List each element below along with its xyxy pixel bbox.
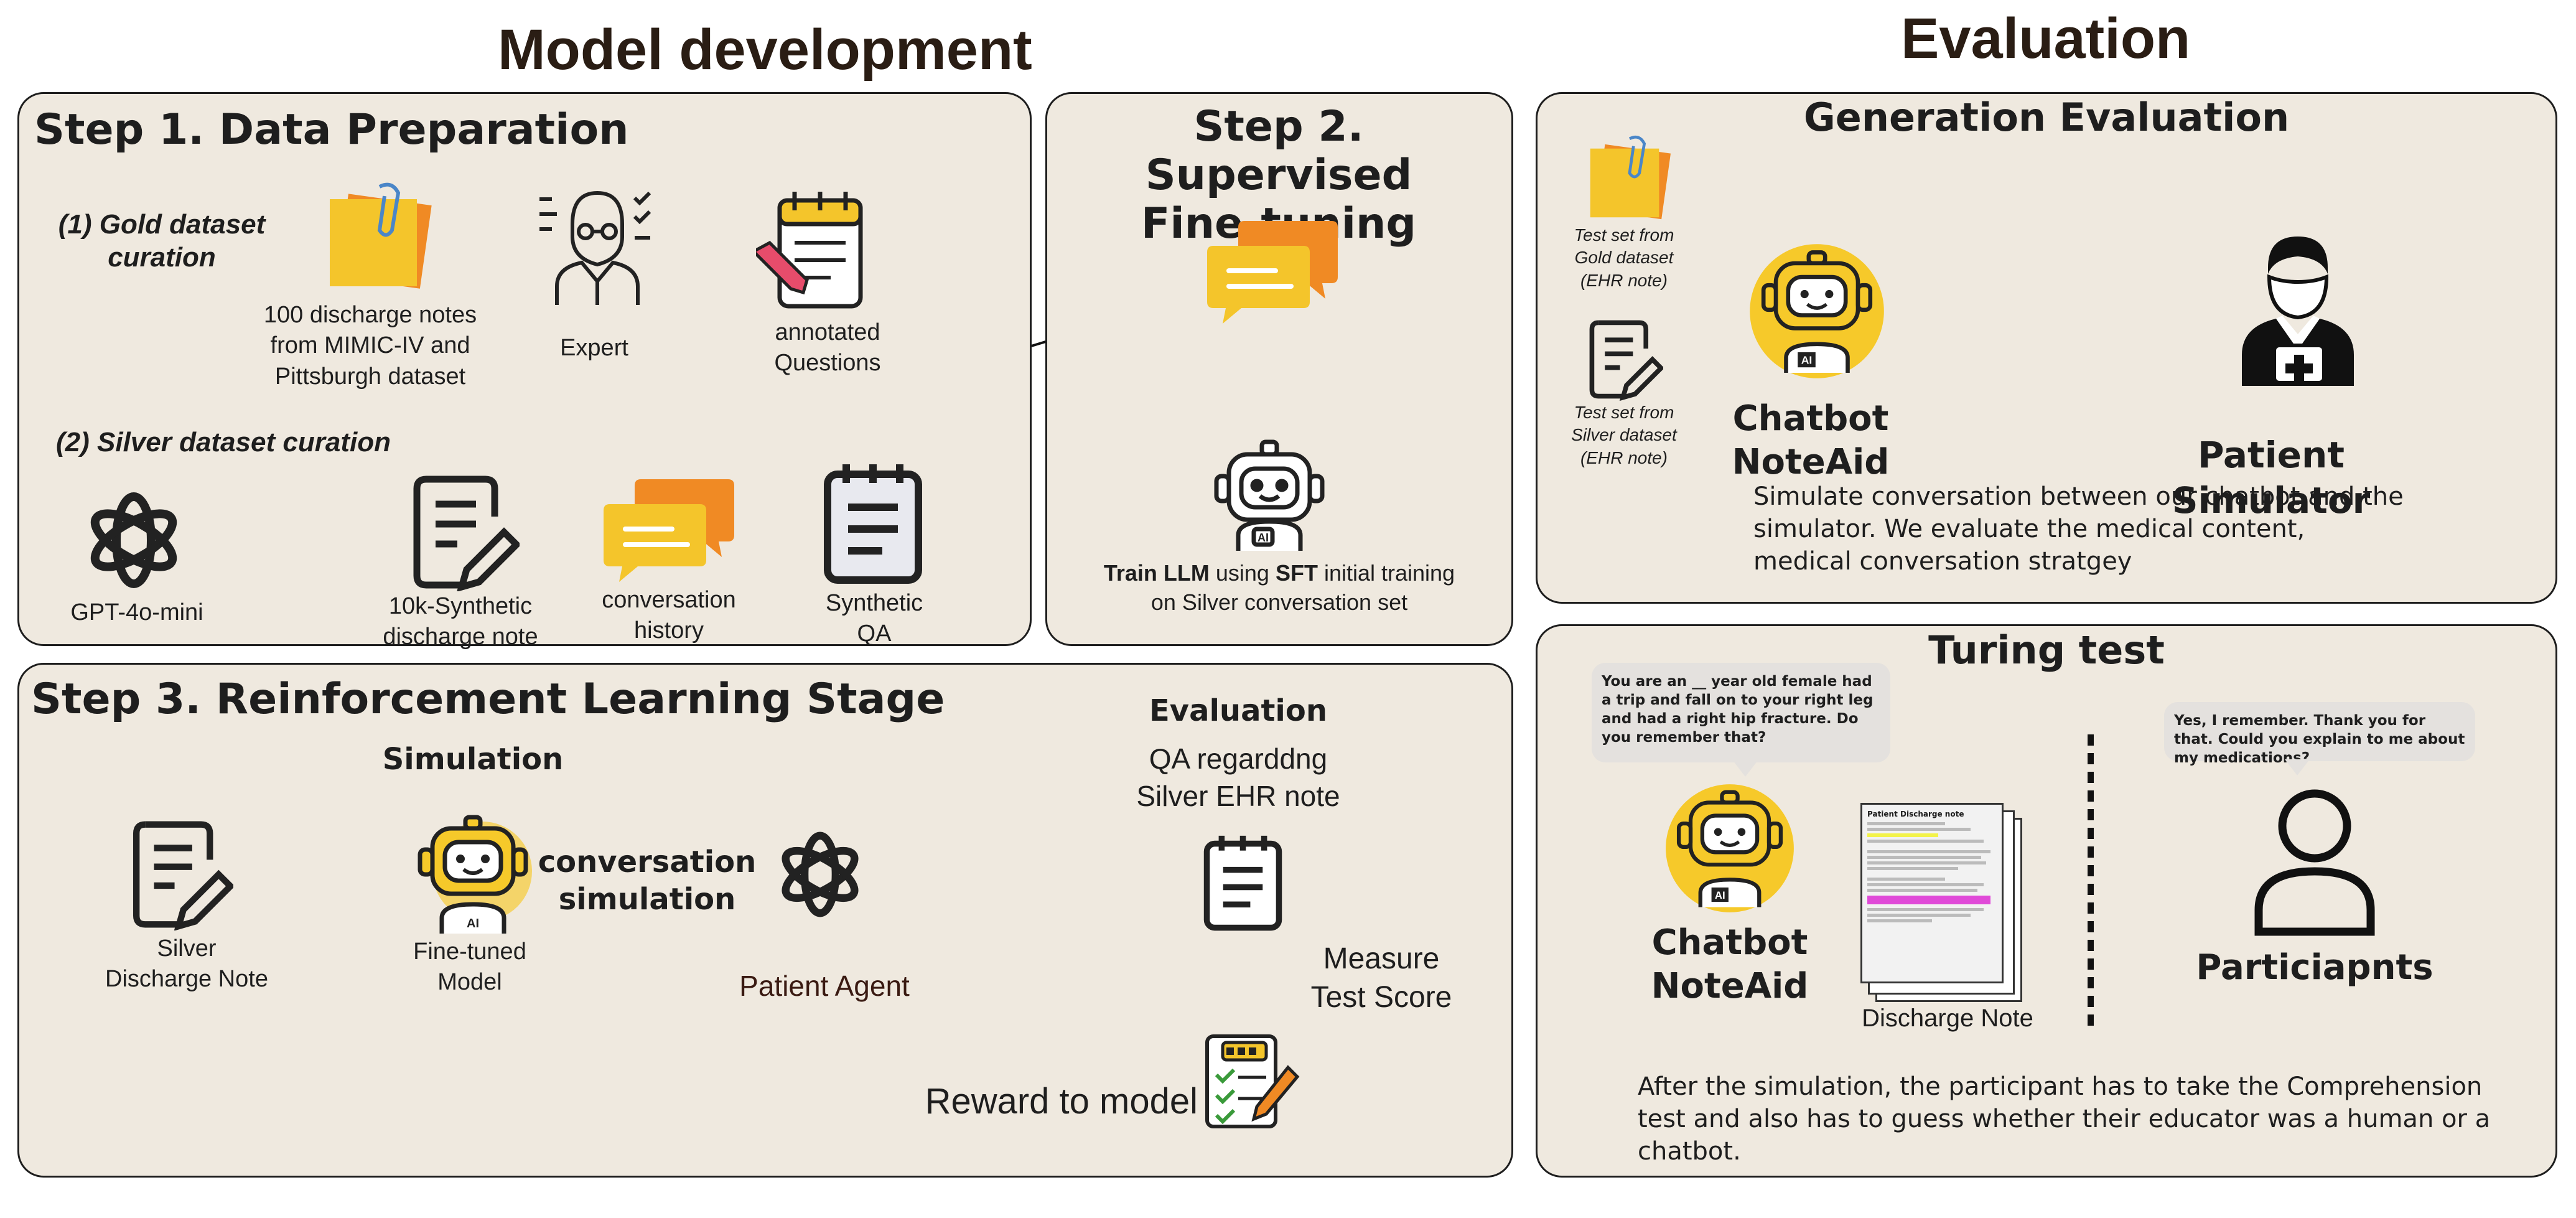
synthetic-qa-label: Synthetic QA (825, 590, 923, 647)
expert-label: Expert (560, 335, 628, 361)
document-pencil-icon (1589, 320, 1663, 401)
person-icon (2254, 789, 2375, 936)
annotated-questions-label: annotated Questions (774, 319, 881, 377)
simulation-label: Simulation (382, 742, 564, 777)
sft-caption-mid: using (1209, 560, 1276, 586)
participants-label: Particiapnts (2196, 947, 2434, 988)
sft-caption-line2: on Silver conversation set (1150, 589, 1408, 615)
sticky-note-icon (330, 182, 432, 289)
expert-icon (539, 190, 651, 305)
sft-caption-bold1: Train LLM (1103, 560, 1210, 586)
model-development-heading: Model development (498, 18, 1032, 82)
test-gold-label: Test set from Gold dataset (EHR note) (1574, 225, 1674, 290)
svg-text:AI: AI (1258, 532, 1269, 544)
generation-evaluation-title: Generation Evaluation (1803, 95, 2290, 140)
document-pencil-icon (413, 475, 520, 591)
qa-label: QA regarddng Silver EHR note (1136, 743, 1340, 812)
discharge-note-page: Patient Discharge note (1860, 803, 2004, 983)
chatbot-speech-bubble: You are an __ year old female had a trip… (1592, 663, 1890, 762)
chatbot-noteaid-label: Chatbot NoteAid (1732, 398, 1890, 482)
participant-speech-bubble: Yes, I remember. Thank you for that. Cou… (2164, 702, 2475, 766)
checklist-icon (1205, 1034, 1300, 1128)
discharge-note-page-title: Patient Discharge note (1867, 810, 1964, 818)
silver-dataset-label: (2) Silver dataset curation (56, 427, 391, 457)
chat-bubbles-icon (604, 479, 734, 582)
openai-logo-icon (90, 492, 177, 588)
chat-bubbles-icon (1207, 221, 1338, 324)
step3-title: Step 3. Reinforcement Learning Stage (31, 675, 945, 724)
discharge-note-label: Discharge Note (1862, 1005, 2033, 1032)
clipboard-icon (1203, 835, 1282, 931)
generation-description: Simulate conversation between our chatbo… (1753, 482, 2404, 576)
synthetic-note-label: 10k-Synthetic discharge note (383, 593, 538, 650)
robot-icon: AI (1750, 244, 1884, 378)
gold-dataset-label: (1) Gold dataset curation (58, 209, 266, 273)
measure-score-label: Measure Test Score (1310, 942, 1452, 1014)
discharge-note-stack: Patient Discharge note (1860, 803, 2035, 1002)
conversation-simulation-label: conversation simulation (538, 845, 757, 917)
notepad-pencil-icon (756, 192, 863, 309)
bubble-tail (2285, 759, 2310, 775)
turing-description: After the simulation, the participant ha… (1638, 1072, 2491, 1166)
evaluation-heading: Evaluation (1901, 7, 2191, 70)
patient-agent-label: Patient Agent (739, 970, 910, 1002)
robot-icon: AI (418, 815, 532, 934)
document-pencil-icon (133, 821, 233, 930)
finetuned-label: Fine-tuned Model (413, 939, 526, 996)
evaluation-label: Evaluation (1149, 693, 1328, 728)
sticky-note-icon (1590, 135, 1671, 220)
patient-simulator-label: Patient Simulator (2172, 434, 2371, 522)
generation-evaluation-panel (1536, 92, 2557, 604)
sft-caption-bold2: SFT (1275, 560, 1318, 586)
doctor-icon (2242, 237, 2354, 386)
gold-notes-label: 100 discharge notes from MIMIC-IV and Pi… (263, 302, 477, 390)
silver-note-label: Silver Discharge Note (105, 935, 268, 993)
robot-icon: AI (1666, 784, 1794, 912)
gpt-label: GPT-4o-mini (70, 599, 203, 625)
step1-title: Step 1. Data Preparation (34, 105, 629, 154)
openai-logo-icon (782, 832, 859, 917)
turing-chatbot-label: Chatbot NoteAid (1651, 922, 1809, 1006)
test-silver-label: Test set from Silver dataset (EHR note) (1571, 403, 1677, 467)
sft-caption: Train LLM using SFT initial training on … (1058, 559, 1501, 617)
sft-caption-rest: initial training (1317, 560, 1455, 586)
svg-text:AI: AI (467, 917, 479, 930)
turing-test-title: Turing test (1928, 627, 2165, 673)
clipboard-icon (824, 464, 922, 584)
conversation-history-label: conversation history (602, 587, 736, 644)
step2-panel (1045, 92, 1513, 646)
svg-text:AI: AI (1715, 889, 1725, 901)
bubble-tail (1733, 761, 1758, 777)
robot-icon: AI (1214, 439, 1325, 551)
dotted-separator (2088, 734, 2094, 1033)
svg-text:AI: AI (1801, 354, 1813, 367)
reward-label: Reward to model (925, 1081, 1198, 1122)
